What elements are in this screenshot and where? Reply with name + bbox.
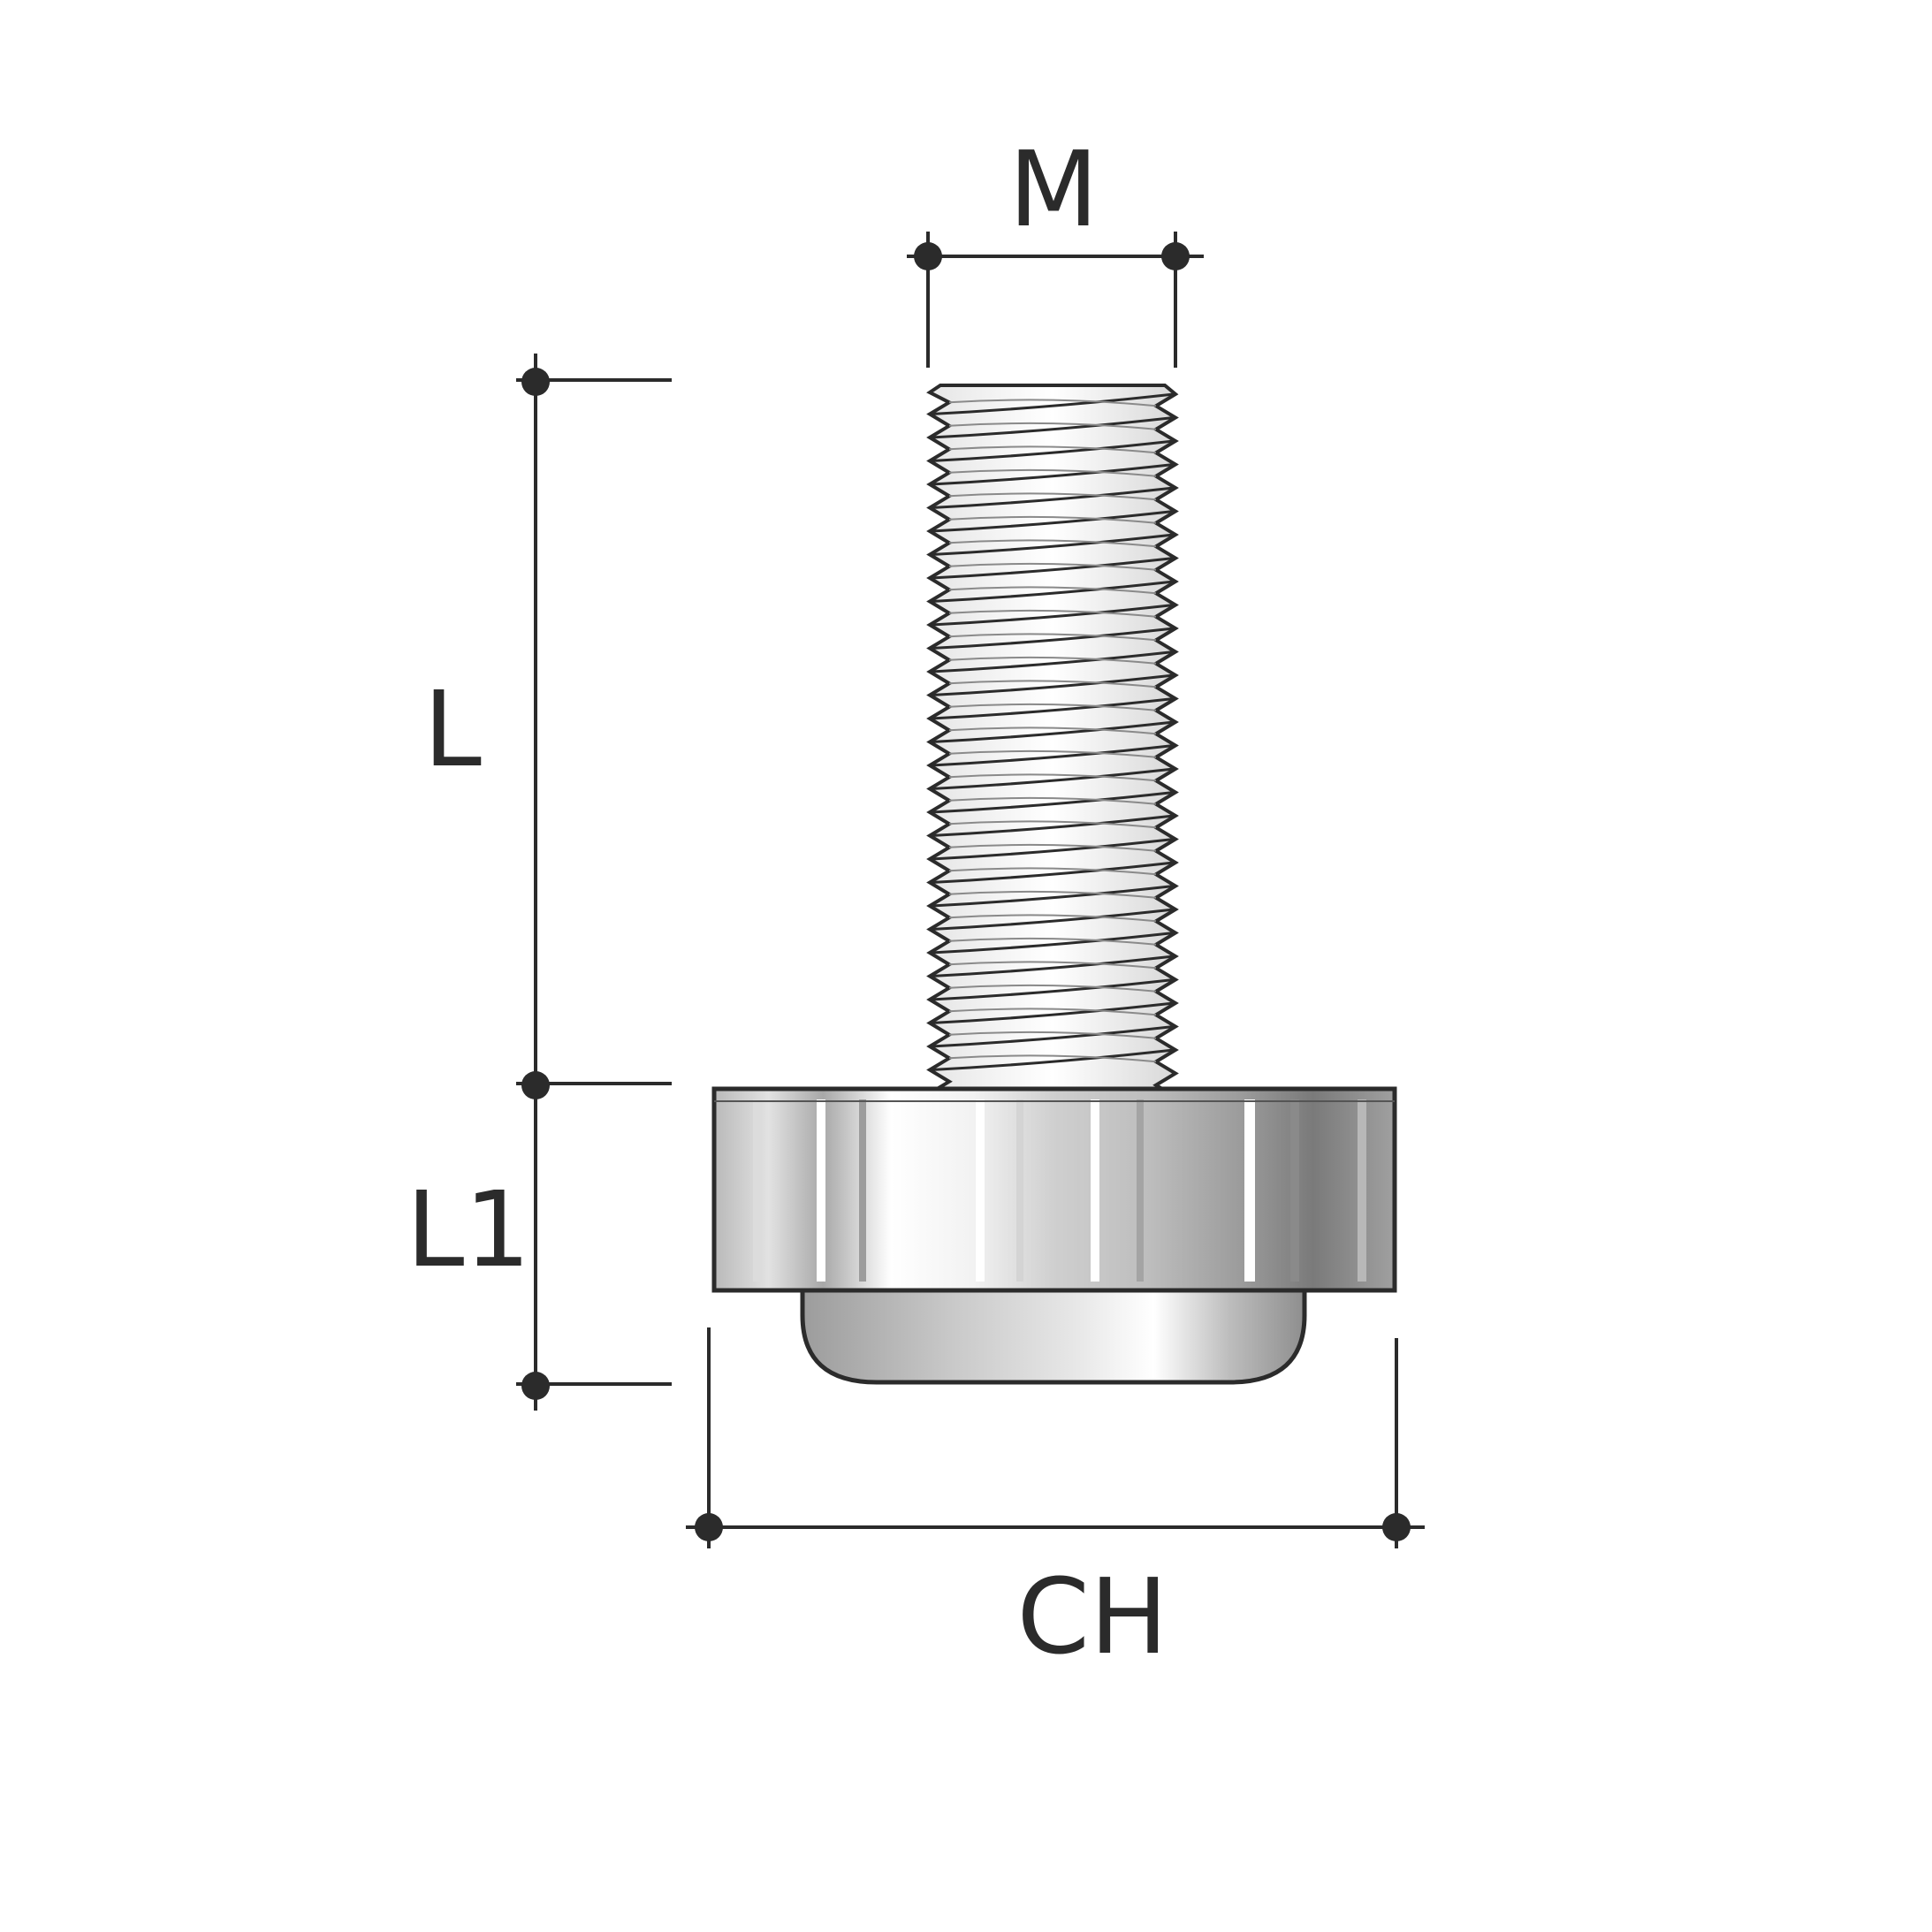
thread-crest bbox=[931, 720, 1175, 743]
thread-crest bbox=[931, 978, 1175, 1001]
thread-crest bbox=[931, 673, 1175, 696]
thread-root bbox=[948, 1008, 1157, 1016]
thread-root bbox=[948, 1031, 1157, 1039]
dimension-l-l1 bbox=[516, 354, 672, 1411]
thread-root bbox=[948, 867, 1157, 876]
thread-root bbox=[948, 586, 1157, 595]
dimension-point bbox=[521, 1071, 550, 1099]
knurled-base bbox=[711, 1086, 1397, 1293]
thread-crest bbox=[931, 814, 1175, 837]
dimension-point bbox=[695, 1513, 723, 1541]
dimension-ch bbox=[686, 1327, 1425, 1548]
thread-crest bbox=[931, 955, 1175, 977]
thread-root bbox=[948, 492, 1157, 501]
label-l1: L1 bbox=[407, 1168, 531, 1290]
thread-crest bbox=[931, 650, 1175, 673]
thread-crest bbox=[931, 416, 1175, 439]
dimension-point bbox=[521, 1372, 550, 1400]
thread-root bbox=[948, 515, 1157, 524]
base-body bbox=[711, 1086, 1397, 1293]
thread-root bbox=[948, 680, 1157, 688]
thread-root bbox=[948, 1054, 1157, 1063]
thread-crest bbox=[931, 557, 1175, 580]
dimension-point bbox=[521, 368, 550, 396]
thread-root bbox=[948, 539, 1157, 548]
thread-crest bbox=[931, 932, 1175, 955]
thread-crest bbox=[931, 885, 1175, 908]
thread-root bbox=[948, 984, 1157, 993]
thread-crest bbox=[931, 1025, 1175, 1048]
thread-root bbox=[948, 820, 1157, 829]
dimension-point bbox=[1382, 1513, 1411, 1541]
thread-root bbox=[948, 749, 1157, 758]
thread-crest bbox=[931, 439, 1175, 462]
thread-crest bbox=[931, 392, 1175, 415]
thread-root bbox=[948, 796, 1157, 805]
thread-crests bbox=[931, 392, 1175, 1071]
thread-crest bbox=[931, 861, 1175, 884]
thread-root bbox=[948, 656, 1157, 665]
dimension-point bbox=[914, 242, 942, 270]
thread-crest bbox=[931, 533, 1175, 556]
foot-pad bbox=[800, 1288, 1307, 1385]
thread-root bbox=[948, 890, 1157, 899]
label-l: L bbox=[423, 668, 482, 790]
base-flutes bbox=[753, 1099, 1366, 1282]
thread-root bbox=[948, 468, 1157, 477]
label-m: M bbox=[1008, 128, 1099, 250]
thread-root bbox=[948, 399, 1157, 407]
thread-root bbox=[948, 961, 1157, 970]
thread-crest bbox=[931, 697, 1175, 720]
thread-crest bbox=[931, 791, 1175, 814]
dimension-m bbox=[907, 232, 1204, 368]
thread-crest bbox=[931, 486, 1175, 509]
threaded-stud bbox=[926, 384, 1179, 1099]
thread-crest bbox=[931, 1048, 1175, 1071]
thread-root bbox=[948, 609, 1157, 618]
thread-crest bbox=[931, 1001, 1175, 1024]
thread-crest bbox=[931, 510, 1175, 533]
thread-crest bbox=[931, 463, 1175, 486]
thread-crest bbox=[931, 627, 1175, 650]
thread-root bbox=[948, 773, 1157, 782]
dimension-point bbox=[1161, 242, 1190, 270]
thread-crest bbox=[931, 744, 1175, 767]
thread-root bbox=[948, 562, 1157, 571]
thread-root bbox=[948, 445, 1157, 454]
thread-crest bbox=[931, 580, 1175, 603]
thread-root bbox=[948, 843, 1157, 852]
label-ch: CH bbox=[1016, 1555, 1168, 1677]
thread-root bbox=[948, 703, 1157, 711]
thread-root bbox=[948, 937, 1157, 946]
thread-root bbox=[948, 422, 1157, 430]
thread-crest bbox=[931, 767, 1175, 790]
thread-root bbox=[948, 633, 1157, 642]
thread-crest bbox=[931, 604, 1175, 627]
thread-crest bbox=[931, 838, 1175, 861]
thread-root bbox=[948, 726, 1157, 735]
thread-crest bbox=[931, 908, 1175, 931]
thread-root bbox=[948, 914, 1157, 923]
